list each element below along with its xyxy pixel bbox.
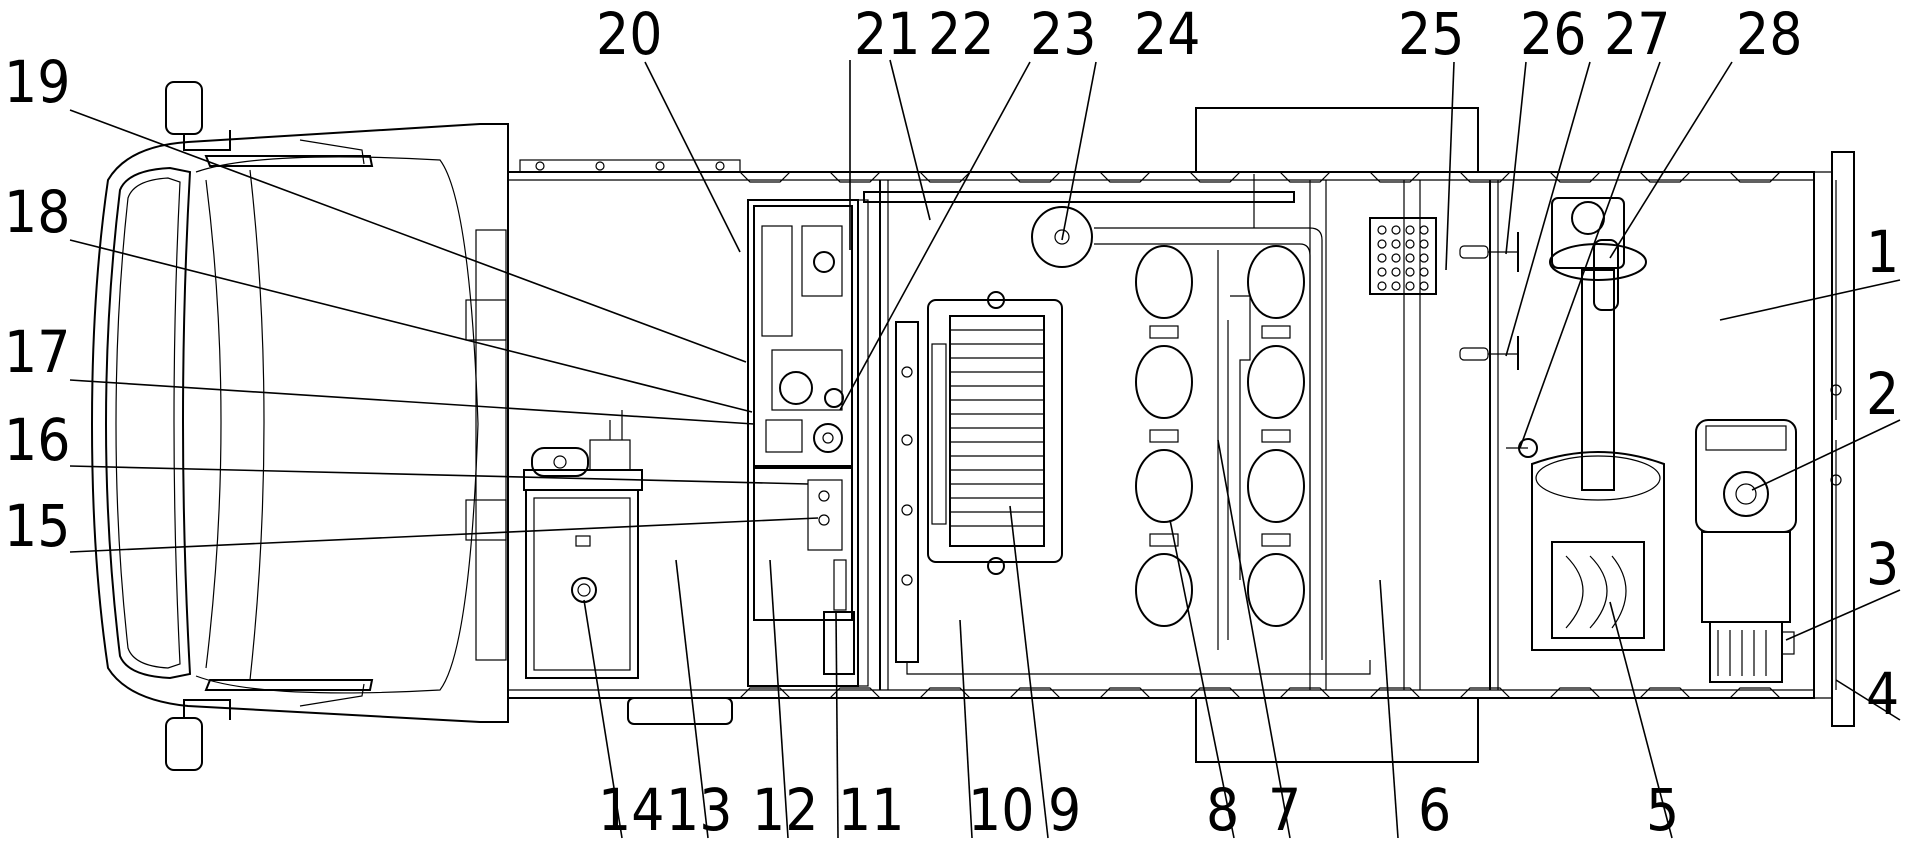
- label-14: 14: [598, 776, 664, 844]
- label-27: 27: [1604, 0, 1670, 68]
- label-10: 10: [968, 776, 1034, 844]
- label-19: 19: [4, 48, 70, 116]
- label-18: 18: [4, 178, 70, 246]
- auger-tank: [1531, 197, 1665, 651]
- bottom-labels: 14 13 12 11 10 9 8 7 6 5: [598, 776, 1679, 844]
- label-3: 3: [1866, 530, 1899, 598]
- membrane-vessels: [1135, 245, 1305, 650]
- label-22: 22: [928, 0, 994, 68]
- side-valves: [1459, 232, 1538, 458]
- body-frame: [507, 107, 1855, 763]
- label-15: 15: [4, 492, 70, 560]
- label-12: 12: [752, 776, 818, 844]
- label-9: 9: [1048, 776, 1081, 844]
- control-cabinet: [747, 199, 869, 687]
- label-8: 8: [1206, 776, 1239, 844]
- top-labels: 20 21 22 23 24 25 26 27 28: [596, 0, 1802, 68]
- label-2: 2: [1866, 360, 1899, 428]
- label-28: 28: [1736, 0, 1802, 68]
- label-21: 21: [854, 0, 920, 68]
- front-tank-assembly: [523, 410, 643, 679]
- heat-exchanger: [927, 291, 1063, 575]
- label-20: 20: [596, 0, 662, 68]
- top-pipe-assembly: [863, 174, 1323, 660]
- label-7: 7: [1268, 776, 1301, 844]
- vent-panel: [1369, 217, 1437, 295]
- label-1: 1: [1866, 218, 1899, 286]
- truck-cab: [90, 81, 509, 771]
- motor-pump: [1695, 419, 1797, 683]
- label-24: 24: [1134, 0, 1200, 68]
- label-4: 4: [1866, 660, 1899, 728]
- label-11: 11: [838, 776, 904, 844]
- label-5: 5: [1646, 776, 1679, 844]
- label-16: 16: [4, 406, 70, 474]
- right-labels: 1 2 3 4: [1866, 218, 1899, 728]
- leader-lines: [69, 59, 1901, 839]
- label-25: 25: [1398, 0, 1464, 68]
- label-6: 6: [1418, 776, 1451, 844]
- label-17: 17: [4, 318, 70, 386]
- label-26: 26: [1520, 0, 1586, 68]
- left-labels: 19 18 17 16 15: [4, 48, 70, 560]
- label-23: 23: [1030, 0, 1096, 68]
- filter-column: [895, 321, 1371, 675]
- label-13: 13: [666, 776, 732, 844]
